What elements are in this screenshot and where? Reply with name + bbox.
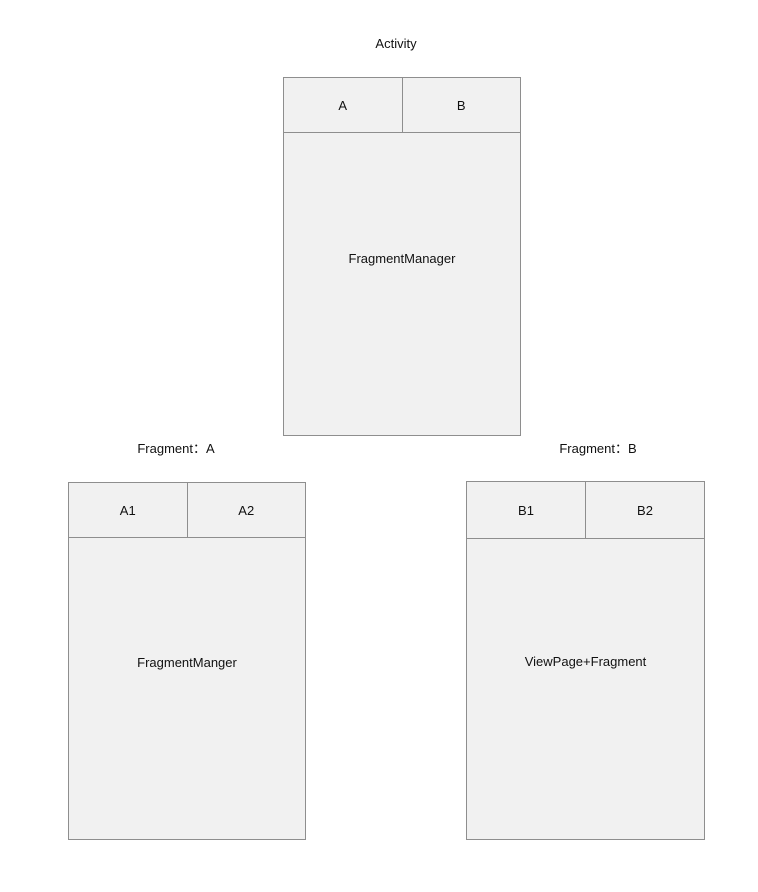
activity-panel: A B FragmentManager	[283, 77, 521, 436]
fragment-b-body-label: ViewPage+Fragment	[524, 654, 647, 669]
activity-body-label: FragmentManager	[348, 251, 456, 266]
fragment-a-tab-bar: A1 A2	[69, 483, 305, 538]
fragment-a-tab-a2[interactable]: A2	[186, 483, 306, 537]
activity-tab-a[interactable]: A	[338, 97, 348, 113]
fragment-b-tab-b2[interactable]: B2	[585, 482, 704, 538]
fragment-b-tab-b1[interactable]: B1	[518, 502, 534, 518]
activity-tab-b[interactable]: B	[401, 78, 521, 132]
fragment-b-caption: Fragment：B	[559, 441, 637, 456]
activity-caption: Activity	[375, 36, 417, 51]
fragment-b-tab-bar: B1 B2	[467, 482, 704, 539]
fragment-a-body-label: FragmentManger	[137, 655, 237, 670]
fragment-a-caption: Fragment：A	[137, 441, 215, 456]
fragment-a-panel: A1 A2 FragmentManger	[68, 482, 306, 840]
activity-tab-bar: A B	[284, 78, 520, 133]
fragment-a-tab-a1[interactable]: A1	[119, 502, 136, 518]
fragment-b-panel: B1 B2 ViewPage+Fragment	[466, 481, 705, 840]
